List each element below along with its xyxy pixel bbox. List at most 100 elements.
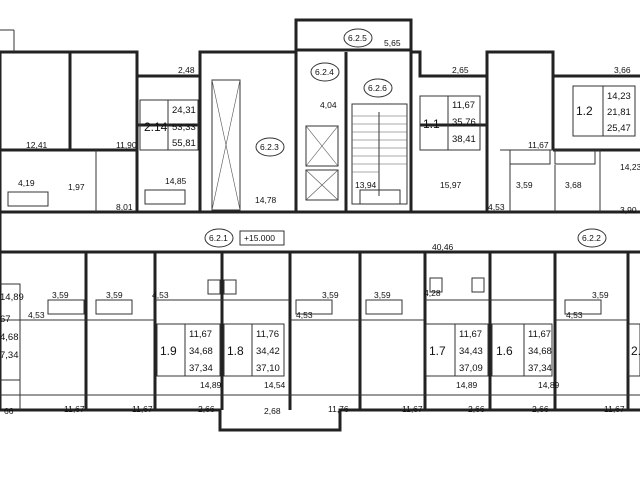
dim-label: 4,53 xyxy=(566,310,583,320)
upper-interior-walls xyxy=(0,52,640,212)
dim-label: 14,23 xyxy=(620,162,640,172)
dim-label: 4,04 xyxy=(320,100,337,110)
staircase xyxy=(351,103,408,205)
area-value: 35,76 xyxy=(452,117,476,128)
area-value: 37,10 xyxy=(256,363,280,374)
apartment-number: 1.1 xyxy=(423,117,440,131)
dim-label: 11,67 xyxy=(132,404,153,414)
area-value: 37,34 xyxy=(189,363,213,374)
dim-label: 11,76 xyxy=(328,404,349,414)
apartment-number: 2. xyxy=(631,344,640,358)
dim-label: 3,66 xyxy=(614,65,631,75)
apartment-number: 1.2 xyxy=(576,104,593,118)
apartment-box-1-9: 1.9 11,67 34,68 37,34 xyxy=(156,323,221,377)
dim-label: 2,66 xyxy=(198,404,215,414)
dim-label: 14,89 xyxy=(538,380,560,390)
left-partial-box: 14,89 67 4,68 7,34 xyxy=(0,283,24,381)
apartment-number: 1.7 xyxy=(429,344,446,358)
area-value: 14,89 xyxy=(0,292,24,303)
dim-label: 14,85 xyxy=(165,176,187,186)
elevation-mark: +15.000 xyxy=(239,230,285,246)
exterior-walls xyxy=(0,18,640,432)
apartment-box-1-8: 1.8 11,76 34,42 37,10 xyxy=(223,323,285,377)
dim-label: 2,66 xyxy=(468,404,485,414)
dim-label: 14,89 xyxy=(200,380,222,390)
dim-label: 8,01 xyxy=(116,202,133,212)
section-tags: 6.2.5 6.2.4 6.2.6 6.2.3 6.2.1 6.2.2 xyxy=(204,28,607,248)
dim-label: 2,68 xyxy=(264,406,281,416)
area-value: 7,34 xyxy=(0,350,19,361)
apartment-number: 2.14 xyxy=(144,120,168,134)
area-value: 34,42 xyxy=(256,346,280,357)
dim-label: 3,90 xyxy=(620,205,637,215)
section-tag: 6.2.2 xyxy=(582,233,601,243)
dim-label: 4,53 xyxy=(488,202,505,212)
dim-label: 3,59 xyxy=(52,290,69,300)
section-tag: 6.2.3 xyxy=(260,142,279,152)
section-tag: 6.2.1 xyxy=(209,233,228,243)
apartment-box-2-14: 2.14 24,31 53,33 55,81 xyxy=(139,99,199,151)
area-value: 11,67 xyxy=(459,329,482,340)
area-value: 34,68 xyxy=(189,346,213,357)
area-value: 38,41 xyxy=(452,134,476,145)
section-tag: 6.2.5 xyxy=(348,33,367,43)
dim-label: 3,59 xyxy=(516,180,533,190)
dim-label: 3,68 xyxy=(565,180,582,190)
dim-label: 13,94 xyxy=(355,180,377,190)
dim-label: 11,67 xyxy=(528,140,549,150)
section-tag: 6.2.4 xyxy=(315,67,334,77)
dim-label: 2,66 xyxy=(532,404,549,414)
apartment-box-1-6: 1.6 11,67 34,68 37,34 xyxy=(491,323,553,377)
dim-label: 4,28 xyxy=(424,288,441,298)
area-value: 4,68 xyxy=(0,332,19,343)
dim-label: 2,65 xyxy=(452,65,469,75)
area-value: 37,34 xyxy=(528,363,552,374)
apartment-box-1-1: 1.1 11,67 35,76 38,41 xyxy=(419,95,481,151)
dim-label: 12,41 xyxy=(26,140,48,150)
dim-label: 3,59 xyxy=(374,290,391,300)
dim-label: 4,53 xyxy=(152,290,169,300)
section-tag: 6.2.6 xyxy=(368,83,387,93)
area-value: 55,81 xyxy=(172,138,196,149)
dim-label: 66 xyxy=(4,406,14,416)
lower-interior-walls xyxy=(0,252,640,410)
area-value: 11,67 xyxy=(528,329,551,340)
area-value: 11,67 xyxy=(452,100,475,111)
area-value: 24,31 xyxy=(172,105,196,116)
dim-label: 5,65 xyxy=(384,38,401,48)
apartment-box-1-2: 1.2 14,23 21,81 25,47 xyxy=(572,85,636,137)
dim-label: 3,59 xyxy=(106,290,123,300)
dim-label: 4,53 xyxy=(296,310,313,320)
apartment-number: 1.9 xyxy=(160,344,177,358)
dim-label: 11,90 xyxy=(116,140,137,150)
dim-label: 3,59 xyxy=(592,290,609,300)
area-value: 25,47 xyxy=(607,123,631,134)
dim-label: 14,54 xyxy=(264,380,286,390)
apartment-box-2-partial: 2. xyxy=(628,323,640,377)
apartment-number: 1.6 xyxy=(496,344,513,358)
corridor-area: 40,46 xyxy=(432,242,454,252)
area-value: 53,33 xyxy=(172,122,196,133)
dim-label: 14,78 xyxy=(255,195,277,205)
dimension-labels: 5,65 2,48 4,04 2,65 3,66 12,41 11,90 4,1… xyxy=(4,38,640,416)
bathroom-fixtures xyxy=(7,149,602,315)
area-value: 67 xyxy=(0,314,11,325)
area-value: 11,67 xyxy=(189,329,212,340)
apartment-box-1-7: 1.7 11,67 34,43 37,09 xyxy=(425,323,489,377)
area-value: 21,81 xyxy=(607,107,631,118)
dim-label: 15,97 xyxy=(440,180,462,190)
dim-label: 4,19 xyxy=(18,178,35,188)
dim-label: 1,97 xyxy=(68,182,85,192)
area-value: 11,76 xyxy=(256,329,279,340)
dim-label: 3,59 xyxy=(322,290,339,300)
dim-label: 11,67 xyxy=(64,404,85,414)
area-value: 14,23 xyxy=(607,91,631,102)
area-value: 34,43 xyxy=(459,346,483,357)
dim-label: 14,89 xyxy=(456,380,478,390)
dim-label: 11,67 xyxy=(402,404,423,414)
area-value: 34,68 xyxy=(528,346,552,357)
apartment-number: 1.8 xyxy=(227,344,244,358)
dim-label: 4,53 xyxy=(28,310,45,320)
dim-label: 11,67 xyxy=(604,404,625,414)
